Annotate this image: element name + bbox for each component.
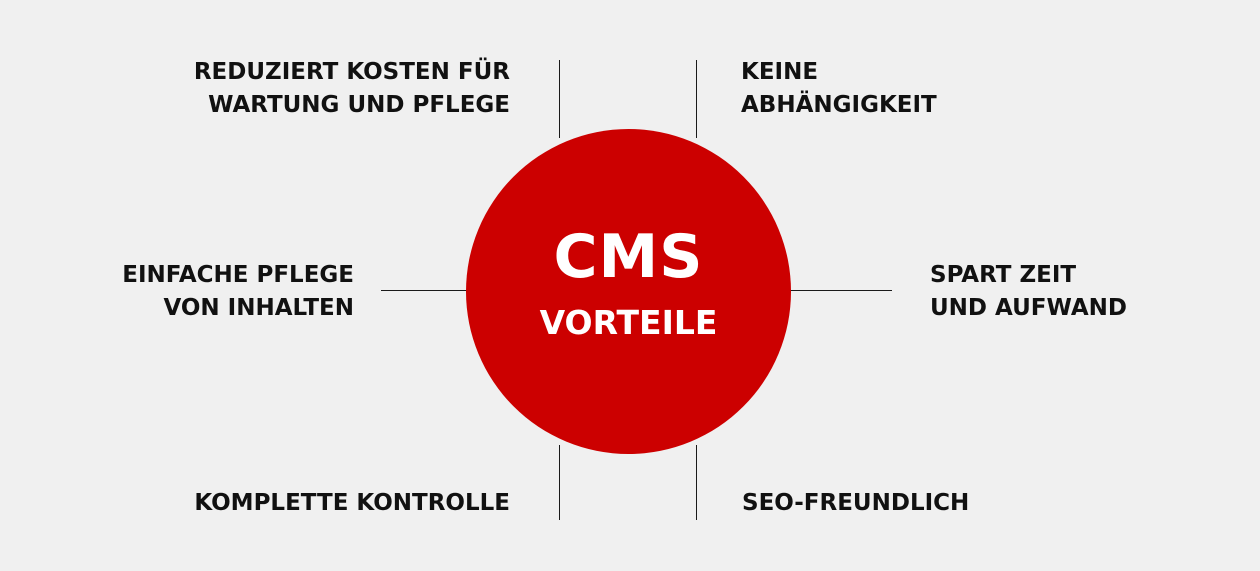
benefit-full-control: KOMPLETTE KONTROLLE [194,487,510,520]
benefit-line: EINFACHE PFLEGE [122,262,354,288]
benefit-line: WARTUNG UND PFLEGE [208,92,510,118]
connector-top-right [696,60,697,138]
benefit-line: VON INHALTEN [163,295,354,321]
center-title: CMS [553,222,704,292]
benefit-saves-time: SPART ZEIT UND AUFWAND [930,259,1127,325]
benefit-line: SEO-FREUNDLICH [742,490,970,516]
benefit-line: ABHÄNGIGKEIT [741,92,937,118]
benefit-seo-friendly: SEO-FREUNDLICH [742,487,969,520]
connector-top-left [559,60,560,138]
connector-bottom-right [696,445,697,520]
center-circle: CMS VORTEILE [466,129,791,454]
benefit-line: SPART ZEIT [930,262,1077,288]
benefit-line: KOMPLETTE KONTROLLE [194,490,510,516]
benefit-line: REDUZIERT KOSTEN FÜR [193,59,510,85]
benefit-line: KEINE [741,59,819,85]
benefit-no-dependency: KEINE ABHÄNGIGKEIT [741,56,937,122]
benefit-easy-maintenance: EINFACHE PFLEGE VON INHALTEN [122,259,354,325]
benefit-reduce-costs: REDUZIERT KOSTEN FÜR WARTUNG UND PFLEGE [194,56,510,122]
benefit-line: UND AUFWAND [930,295,1127,321]
connector-left [381,290,469,291]
connector-bottom-left [559,445,560,520]
connector-right [789,290,892,291]
center-subtitle: VORTEILE [539,303,718,342]
